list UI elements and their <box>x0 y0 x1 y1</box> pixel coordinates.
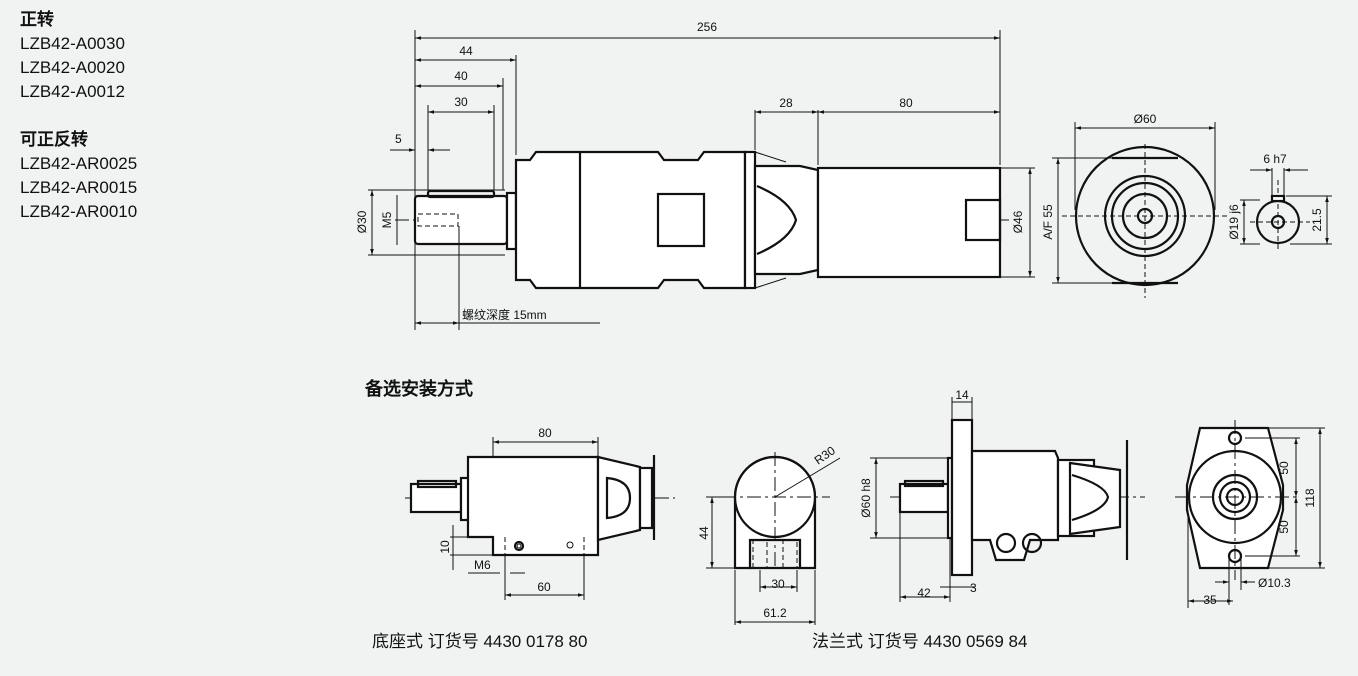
dim-50-lower: 50 <box>1277 520 1291 534</box>
end-view: Ø60 A/F 55 <box>1041 112 1228 298</box>
dim-80: 80 <box>538 426 552 440</box>
dim-42: 42 <box>917 586 931 600</box>
dim-r30: R30 <box>812 443 838 467</box>
dim-6h7: 6 h7 <box>1263 152 1287 166</box>
model-item: LZB42-A0012 <box>20 82 125 101</box>
foot-mount-caption: 底座式 订货号 4430 0178 80 <box>372 632 587 651</box>
dim-af55: A/F 55 <box>1041 204 1055 240</box>
dim-10: 10 <box>438 540 452 554</box>
model-item: LZB42-A0020 <box>20 58 125 77</box>
dim-256: 256 <box>697 20 717 34</box>
dim-30: 30 <box>454 95 468 109</box>
dim-21-5: 21.5 <box>1310 208 1324 232</box>
dim-35: 35 <box>1203 593 1217 607</box>
thread-depth-label: 螺纹深度 15mm <box>462 307 547 322</box>
dim-m6: M6 <box>474 558 491 572</box>
group-forward-title: 正转 <box>20 10 54 29</box>
dim-dia60h8: Ø60 h8 <box>859 478 873 518</box>
model-item: LZB42-AR0015 <box>20 178 138 197</box>
dim-44: 44 <box>459 44 473 58</box>
dim-28: 28 <box>779 96 793 110</box>
dim-dia30: Ø30 <box>355 210 369 233</box>
dim-m5: M5 <box>380 211 394 228</box>
model-item: LZB42-A0030 <box>20 34 125 53</box>
group-reversible-title: 可正反转 <box>20 130 88 149</box>
alt-mount-heading: 备选安装方式 <box>364 378 473 399</box>
flange-mount-caption: 法兰式 订货号 4430 0569 84 <box>812 632 1027 651</box>
dim-5: 5 <box>395 132 402 146</box>
dim-61-2: 61.2 <box>763 606 787 620</box>
dim-50-upper: 50 <box>1277 461 1291 475</box>
dim-dia10-3: Ø10.3 <box>1258 576 1291 590</box>
dim-dia19j6: Ø19 j6 <box>1227 204 1241 240</box>
flange-mount-front-view: 50 50 118 Ø10.3 35 <box>1175 420 1325 608</box>
dim-118: 118 <box>1303 488 1317 507</box>
model-list: 正转 LZB42-A0030 LZB42-A0020 LZB42-A0012 可… <box>20 8 137 224</box>
dim-dia60: Ø60 <box>1134 112 1157 126</box>
dim-dia46: Ø46 <box>1011 210 1025 233</box>
flange-mount-side-view: 14 Ø60 h8 42 3 <box>859 388 1145 602</box>
dim-80: 80 <box>899 96 913 110</box>
foot-mount-front-view: R30 44 30 61.2 <box>697 443 841 625</box>
dim-40: 40 <box>454 69 468 83</box>
main-side-view: 256 44 40 30 5 28 80 Ø30 M5 Ø46 螺纹深度 15m… <box>355 20 1035 330</box>
shaft-section-view: 6 h7 Ø19 j6 21.5 <box>1227 152 1332 252</box>
foot-mount-side-view: 80 10 M6 60 <box>405 426 675 600</box>
dim-30: 30 <box>771 577 785 591</box>
dim-60: 60 <box>537 580 551 594</box>
dim-3: 3 <box>970 581 977 595</box>
model-item: LZB42-AR0025 <box>20 154 138 173</box>
dim-44: 44 <box>697 526 711 540</box>
model-item: LZB42-AR0010 <box>20 202 138 221</box>
dim-14: 14 <box>955 388 969 402</box>
